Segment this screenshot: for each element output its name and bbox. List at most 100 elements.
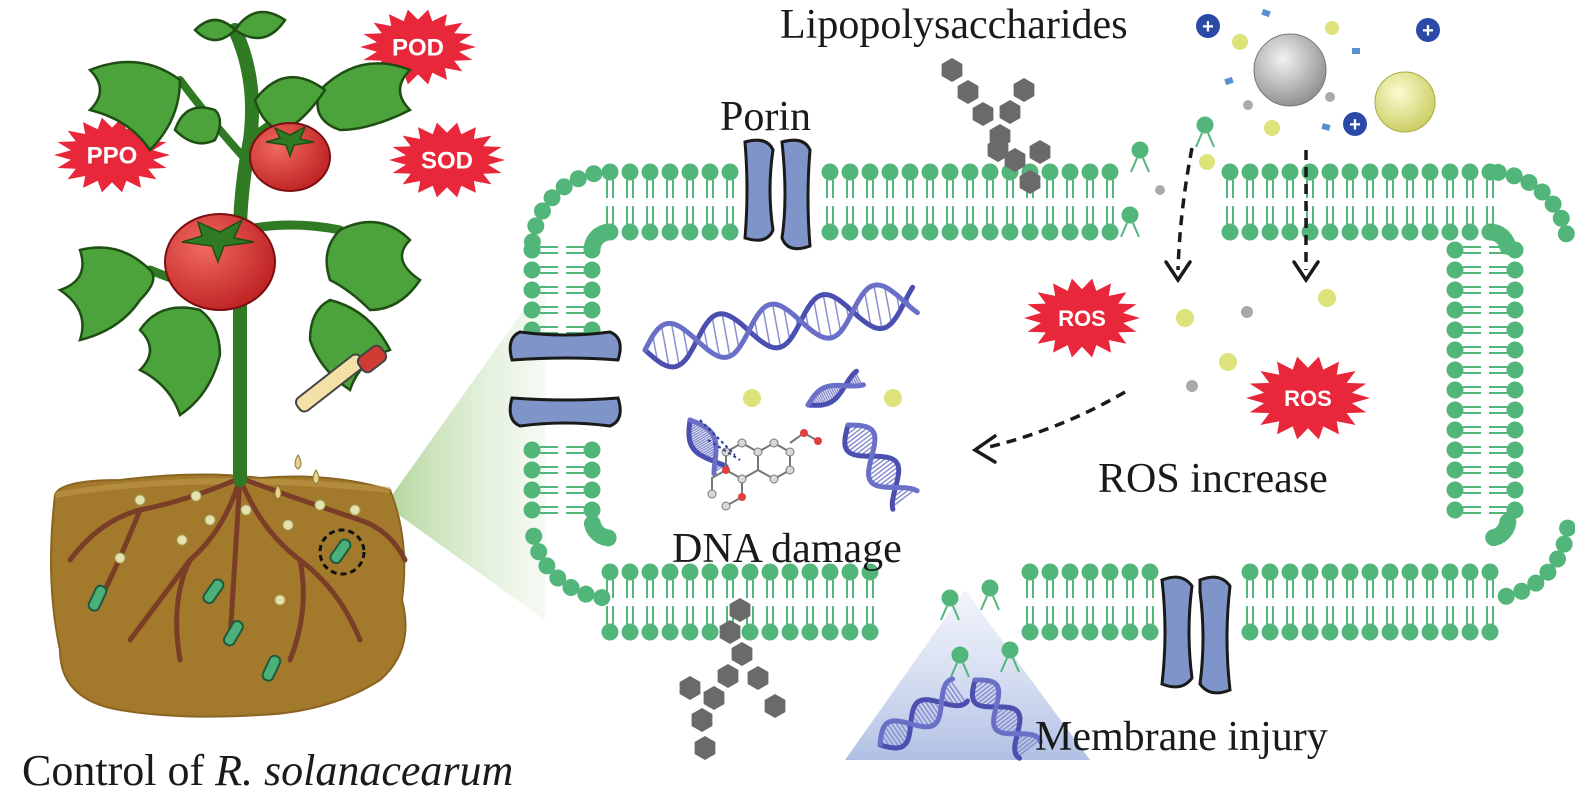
lipid-pair	[1341, 563, 1359, 641]
cell-membrane	[523, 116, 1575, 678]
lipid-pair	[1446, 381, 1524, 399]
loose-lipid-head	[951, 646, 969, 664]
plant-leaves	[57, 10, 422, 417]
lipid-pair	[1446, 261, 1524, 279]
loose-lipid-head	[981, 579, 999, 597]
lipid-pair	[1361, 163, 1379, 241]
porin-bottom	[1160, 575, 1232, 695]
lipid-pair	[1461, 163, 1479, 241]
ros-burst-2: ROS	[1246, 356, 1370, 440]
lipid-pair	[1421, 163, 1439, 241]
nanoparticle-cluster	[1224, 8, 1436, 136]
lipid-pair	[1001, 163, 1019, 241]
lipid-pair	[1461, 563, 1479, 641]
lipid-pair	[1361, 563, 1379, 641]
lipid-pair	[721, 163, 739, 241]
sod-burst-text: SOD	[421, 148, 473, 175]
sugar-hexagon	[729, 598, 751, 622]
ros-burst: ROS	[1024, 278, 1140, 358]
dna-injury-left	[877, 676, 970, 751]
lipid-pair	[821, 563, 839, 641]
lipid-pair	[1446, 321, 1524, 339]
lipid-pair	[861, 563, 879, 641]
lipid-pair	[1401, 163, 1419, 241]
lipid-pair	[1101, 563, 1119, 641]
control-caption-prefix: Control of	[22, 746, 215, 795]
dna-fragment	[805, 368, 866, 408]
lipid-pair	[1061, 563, 1079, 641]
lipid-pair	[1401, 563, 1419, 641]
lipid-pair	[861, 163, 879, 241]
lipid-pair	[1446, 361, 1524, 379]
lipid-pair	[941, 163, 959, 241]
lipid-pair	[1021, 563, 1039, 641]
lipid-pair	[821, 163, 839, 241]
lipid-pair	[701, 563, 719, 641]
lipid-pair	[1381, 163, 1399, 241]
dropper-icon	[274, 344, 388, 500]
sugar-hexagon	[747, 666, 769, 690]
lipid-pair	[1081, 563, 1099, 641]
lipid-pair	[1061, 163, 1079, 241]
positive-charge-icon: + + +	[1196, 14, 1440, 136]
tomato-icon	[164, 122, 331, 311]
lipid-pair	[681, 563, 699, 641]
lipid-pair	[1446, 421, 1524, 439]
sugar-hexagon	[764, 694, 786, 718]
pod-burst-text: POD	[392, 35, 444, 62]
lipid-pair	[1261, 163, 1279, 241]
soil-nanoparticles	[114, 490, 361, 606]
lipid-pair	[661, 163, 679, 241]
dna-helices	[642, 282, 1043, 761]
lipid-pair	[781, 563, 799, 641]
loose-lipid-head	[1131, 141, 1149, 159]
dna-fragment-left	[686, 417, 729, 477]
lipid-pair	[1321, 163, 1339, 241]
porin-top	[743, 138, 812, 251]
lipid-pair	[523, 301, 601, 319]
lipopolysaccharide-chain-top	[941, 58, 1051, 194]
lipid-pair	[1121, 563, 1139, 641]
dna-fragment-right	[842, 422, 920, 512]
lipid-pair	[1321, 563, 1339, 641]
sod-burst: SOD	[389, 122, 505, 198]
lipid-pair	[1481, 563, 1499, 641]
ros-increase-label: ROS increase	[1098, 456, 1328, 502]
svg-text:+: +	[1349, 114, 1361, 136]
sugar-hexagon	[987, 138, 1009, 162]
loose-lipid-head	[1001, 641, 1019, 659]
lipid-pair	[1281, 163, 1299, 241]
dashed-arrow-icon	[984, 147, 1308, 450]
sugar-hexagon	[972, 102, 994, 126]
molecule-icon	[699, 419, 822, 511]
lipid-pair	[961, 163, 979, 241]
sugar-hexagon	[731, 642, 753, 666]
lipid-pair	[601, 563, 619, 641]
lipid-pair	[621, 563, 639, 641]
lipid-pair	[621, 163, 639, 241]
lipid-pair	[1101, 163, 1119, 241]
loose-lipid-head	[941, 589, 959, 607]
lipid-pair	[1446, 481, 1524, 499]
lipid-pair	[523, 461, 601, 479]
sugar-hexagon	[719, 620, 741, 644]
lipid-pair	[1081, 163, 1099, 241]
lipid-pair	[523, 501, 601, 519]
lipid-pair	[1221, 163, 1239, 241]
dna-helix-main	[642, 282, 920, 370]
lipid-pair	[1441, 563, 1459, 641]
arrowhead-icon	[971, 260, 1320, 464]
ros-burst-text: ROS	[1058, 306, 1106, 331]
lipid-pair	[841, 163, 859, 241]
lipid-pair	[523, 281, 601, 299]
lipid-pair	[981, 163, 999, 241]
sugar-hexagon	[1013, 78, 1035, 102]
loose-lipid-head	[1196, 116, 1214, 134]
lipid-pair	[1446, 461, 1524, 479]
lipid-pair	[1301, 163, 1319, 241]
lipid-pair	[881, 163, 899, 241]
lipid-pair	[841, 563, 859, 641]
svg-text:+: +	[1202, 16, 1214, 38]
zoom-circle	[318, 528, 366, 576]
ppo-burst-text: PPO	[87, 143, 138, 170]
